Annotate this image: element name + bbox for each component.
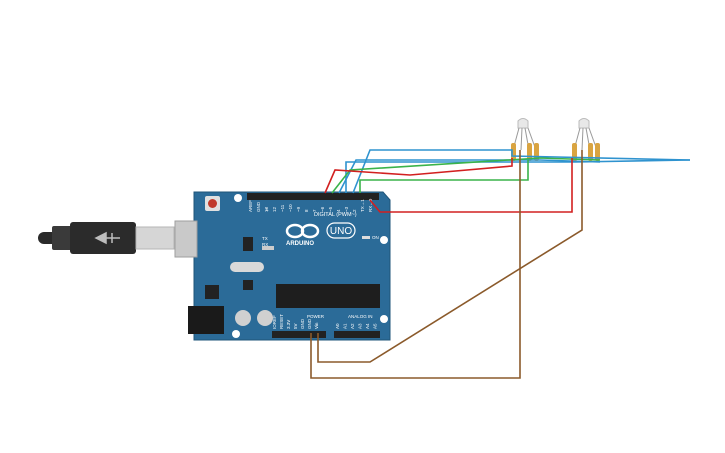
digital-pin-label: 12	[272, 206, 277, 212]
wire-red-1[interactable]	[324, 158, 513, 194]
wire-blue-2[interactable]	[345, 159, 691, 193]
arduino-logo	[285, 222, 356, 239]
rgb-led-2[interactable]	[573, 118, 598, 151]
digital-label: DIGITAL (PWM~)	[314, 212, 357, 218]
analog-pin-label: A4	[365, 323, 370, 329]
wire-green-1[interactable]	[331, 157, 601, 194]
wire-green-2[interactable]	[359, 160, 529, 193]
tx-label: TX	[262, 236, 268, 241]
mount-hole	[234, 194, 242, 202]
power-pin-label: 5V	[293, 323, 298, 329]
reset-button-cap[interactable]	[208, 199, 217, 208]
power-label: POWER	[307, 314, 325, 319]
power-header	[272, 331, 326, 338]
analog-pin-label: A1	[343, 323, 348, 329]
mount-hole	[232, 330, 240, 338]
analog-pin-label: A0	[335, 323, 340, 329]
digital-pin-label: ~11	[280, 204, 285, 212]
digital-pin-label: RX←0	[368, 198, 373, 212]
wire-brown-2[interactable]	[310, 150, 521, 379]
power-pin-label: IOREF	[272, 315, 277, 329]
digital-pin-label: AREF	[248, 200, 253, 212]
digital-pin-label: 8	[304, 209, 309, 212]
on-led	[362, 236, 370, 239]
analog-label: ANALOG IN	[348, 314, 373, 319]
wire-brown-1[interactable]	[317, 150, 583, 363]
wire-blue-1[interactable]	[352, 149, 691, 194]
power-jack	[188, 306, 224, 334]
power-pin-label: 3.3V	[286, 320, 291, 329]
digital-pin-label: ~3	[344, 206, 349, 212]
resistor-group-2[interactable]	[572, 143, 600, 161]
digital-pin-label: ~10	[288, 204, 293, 212]
usb-port	[174, 220, 198, 258]
digital-pin-label: 4	[336, 209, 341, 212]
indicator-leds	[262, 246, 274, 250]
digital-header	[247, 193, 379, 200]
digital-pin-label: 7	[312, 209, 317, 212]
model-label: UNO	[330, 226, 352, 237]
wire-blue-3[interactable]	[338, 159, 601, 194]
capacitor	[257, 310, 273, 326]
rgb-led-1[interactable]	[512, 118, 537, 151]
analog-pin-label: A5	[373, 323, 378, 329]
mount-hole	[380, 315, 388, 323]
power-pin-label: GND	[307, 318, 312, 329]
digital-pin-label: 13	[264, 206, 269, 212]
analog-pin-label: A3	[358, 323, 363, 329]
digital-pin-label: GND	[256, 201, 261, 212]
wire-red-2[interactable]	[369, 158, 573, 213]
rx-label: RX	[262, 242, 268, 247]
usb-cable[interactable]	[38, 222, 175, 254]
usb-icon	[94, 231, 120, 245]
usb-chip	[243, 237, 253, 251]
power-pin-label: RESET	[279, 314, 284, 329]
small-ic	[243, 280, 253, 290]
digital-pin-label: TX→1	[360, 199, 365, 212]
mount-hole	[380, 236, 388, 244]
power-pin-label: Vin	[314, 322, 319, 329]
digital-pin-label: 2	[352, 209, 357, 212]
power-pin-label: GND	[300, 318, 305, 329]
crystal	[230, 262, 264, 272]
arduino-board[interactable]: UNO ARDUINO DIGITAL (PWM~) POWER ANALOG …	[174, 191, 391, 341]
on-label: ON	[372, 235, 379, 240]
digital-pin-label: ~5	[328, 206, 333, 212]
atmega-chip	[276, 284, 380, 308]
capacitor	[235, 310, 251, 326]
regulator	[205, 285, 219, 299]
brand-label: ARDUINO	[286, 241, 314, 247]
analog-pin-label: A2	[350, 323, 355, 329]
digital-pin-label: ~9	[296, 206, 301, 212]
l-label: L	[266, 207, 269, 212]
analog-header	[334, 331, 380, 338]
digital-pin-label: ~6	[320, 206, 325, 212]
